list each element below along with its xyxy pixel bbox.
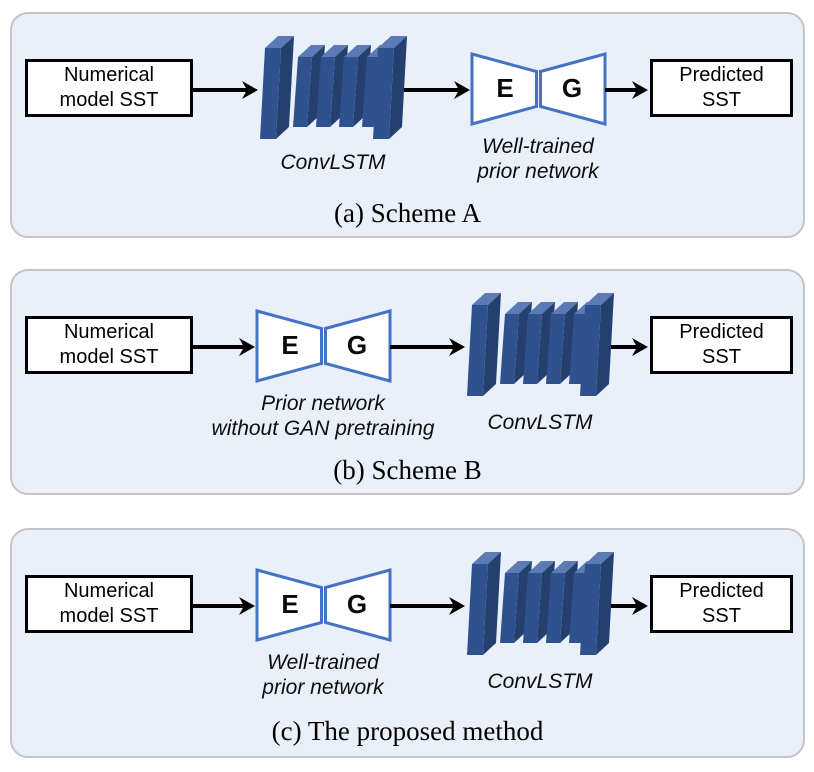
input-box: Numerical model SST bbox=[25, 575, 193, 633]
prior-network-label: Prior network without GAN pretraining bbox=[211, 392, 435, 440]
encoder-label: E bbox=[496, 73, 513, 103]
input-box: Numerical model SST bbox=[25, 59, 193, 117]
arrowhead-icon bbox=[242, 81, 258, 99]
input-box: Numerical model SST bbox=[25, 316, 193, 374]
prior-network-label: Well-trained prior network bbox=[262, 651, 384, 699]
panel-c-diagram: E G bbox=[193, 552, 648, 655]
generator-shape bbox=[324, 309, 392, 383]
convlstm-layer-top bbox=[321, 45, 348, 57]
encoder-label: E bbox=[281, 589, 298, 619]
input-box-line1: Numerical bbox=[63, 580, 155, 602]
arrowhead-icon bbox=[239, 597, 255, 615]
encoder-shape bbox=[255, 309, 323, 383]
convlstm-layer-side bbox=[276, 36, 294, 139]
diagram-shapes bbox=[193, 36, 648, 139]
arrowhead-icon bbox=[449, 597, 465, 615]
generator-label: G bbox=[562, 73, 582, 103]
convlstm-layer-front bbox=[500, 573, 519, 643]
diagram-shapes bbox=[193, 293, 648, 396]
output-box-line2: SST bbox=[702, 605, 741, 627]
panel-scheme-b: E G Numerical model SST Predicted SST Pr… bbox=[10, 269, 805, 495]
convlstm-layer-side bbox=[483, 293, 501, 396]
convlstm-layer-front bbox=[580, 305, 601, 396]
convlstm-layer-top bbox=[585, 552, 614, 564]
convlstm-layer-top bbox=[505, 561, 532, 573]
panel-a-diagram: E G bbox=[193, 36, 648, 139]
generator-shape bbox=[324, 568, 392, 642]
panel-b-diagram: E G bbox=[193, 293, 648, 396]
encoder-shape bbox=[255, 568, 323, 642]
convlstm-layer-front bbox=[467, 564, 488, 655]
generator-label: G bbox=[347, 589, 367, 619]
convlstm-layer-front bbox=[316, 57, 335, 127]
output-box-line1: Predicted bbox=[679, 580, 764, 602]
input-box-line2: model SST bbox=[59, 605, 159, 627]
output-box-line2: SST bbox=[702, 346, 741, 368]
convlstm-layer-top bbox=[472, 552, 501, 564]
output-box: Predicted SST bbox=[650, 59, 793, 117]
encoder-label: E bbox=[281, 330, 298, 360]
arrowhead-icon bbox=[632, 597, 648, 615]
convlstm-label: ConvLSTM bbox=[280, 151, 386, 174]
convlstm-graphic bbox=[467, 293, 614, 396]
encoder-shape bbox=[470, 52, 538, 126]
convlstm-layer-top bbox=[378, 36, 407, 48]
input-box-line1: Numerical bbox=[63, 64, 155, 86]
convlstm-label: ConvLSTM bbox=[487, 670, 593, 693]
prior-network-label: Well-trained prior network bbox=[477, 135, 599, 183]
arrowhead-icon bbox=[632, 81, 648, 99]
convlstm-layer-side bbox=[389, 36, 407, 139]
convlstm-graphic bbox=[467, 552, 614, 655]
arrowhead-icon bbox=[239, 338, 255, 356]
convlstm-layer-side bbox=[596, 293, 614, 396]
convlstm-layer-side bbox=[596, 552, 614, 655]
convlstm-layer-side bbox=[483, 552, 501, 655]
convlstm-label: ConvLSTM bbox=[487, 411, 593, 434]
convlstm-layer-front bbox=[523, 314, 542, 384]
convlstm-layer-top bbox=[344, 45, 371, 57]
output-box-line1: Predicted bbox=[679, 321, 764, 343]
convlstm-layer-front bbox=[339, 57, 358, 127]
convlstm-layer-top bbox=[551, 561, 578, 573]
convlstm-layer-top bbox=[528, 302, 555, 314]
panel-proposed-method: E G Numerical model SST Predicted SST We… bbox=[10, 528, 805, 758]
convlstm-layer-front bbox=[546, 314, 565, 384]
convlstm-graphic bbox=[260, 36, 407, 139]
convlstm-layer-front bbox=[500, 314, 519, 384]
convlstm-layer-front bbox=[467, 305, 488, 396]
convlstm-layer-front bbox=[293, 57, 312, 127]
output-box-line2: SST bbox=[702, 89, 741, 111]
convlstm-layer-top bbox=[298, 45, 325, 57]
arrowhead-icon bbox=[454, 81, 470, 99]
convlstm-layer-front bbox=[373, 48, 394, 139]
convlstm-layer-top bbox=[585, 293, 614, 305]
convlstm-layer-top bbox=[528, 561, 555, 573]
convlstm-layer-front bbox=[546, 573, 565, 643]
convlstm-layer-top bbox=[505, 302, 532, 314]
convlstm-layer-front bbox=[523, 573, 542, 643]
arrowhead-icon bbox=[449, 338, 465, 356]
output-box-line1: Predicted bbox=[679, 64, 764, 86]
diagram-shapes bbox=[193, 552, 648, 655]
output-box: Predicted SST bbox=[650, 575, 793, 633]
convlstm-layer-front bbox=[580, 564, 601, 655]
generator-shape bbox=[539, 52, 607, 126]
output-box: Predicted SST bbox=[650, 316, 793, 374]
input-box-line1: Numerical bbox=[63, 321, 155, 343]
convlstm-layer-top bbox=[265, 36, 294, 48]
caption: (c) The proposed method bbox=[271, 716, 544, 746]
convlstm-layer-top bbox=[551, 302, 578, 314]
input-box-line2: model SST bbox=[59, 89, 159, 111]
caption: (a) Scheme A bbox=[334, 198, 481, 228]
panel-scheme-a: E G Numerical model SST Predicted SST Co… bbox=[10, 12, 805, 238]
convlstm-layer-front bbox=[260, 48, 281, 139]
convlstm-layer-top bbox=[472, 293, 501, 305]
caption: (b) Scheme B bbox=[333, 455, 482, 485]
input-box-line2: model SST bbox=[59, 346, 159, 368]
arrowhead-icon bbox=[632, 338, 648, 356]
generator-label: G bbox=[347, 330, 367, 360]
